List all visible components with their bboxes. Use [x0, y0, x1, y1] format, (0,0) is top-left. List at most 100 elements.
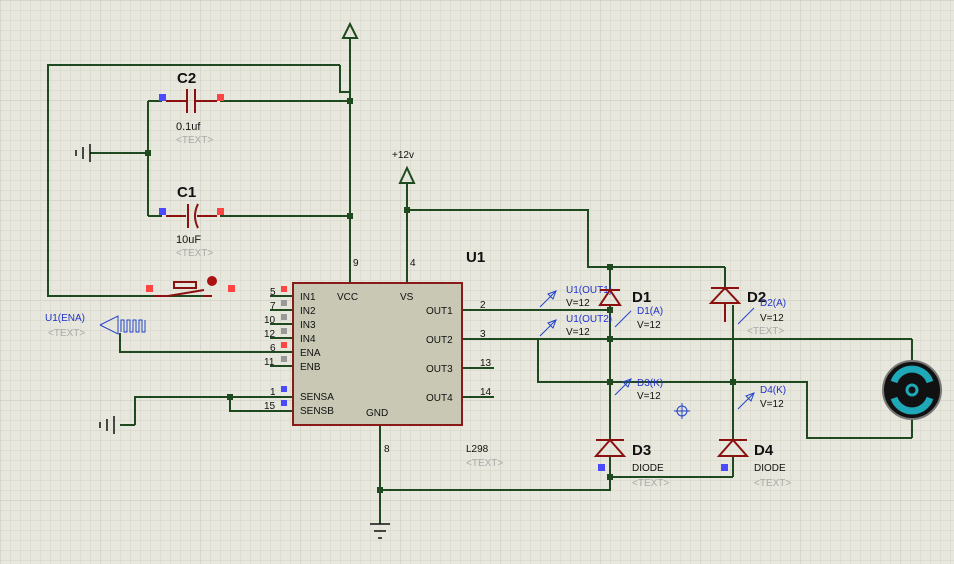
capacitor-c1[interactable]: C1 10uF <TEXT> [159, 184, 224, 259]
probe-out1-value: V=12 [566, 298, 590, 309]
pin-name: SENSA [300, 392, 334, 403]
chip-u1[interactable]: U1 L298 <TEXT> 5 IN1 7 IN2 10 IN3 12 IN4… [264, 249, 503, 469]
c1-ref: C1 [177, 184, 196, 201]
d4-ref: D4 [754, 442, 774, 459]
pin-number: 13 [480, 358, 492, 369]
pin-number: 2 [480, 300, 486, 311]
diode-d2[interactable]: D2 D2(A) V=12 <TEXT> [708, 286, 786, 337]
pin-number: 9 [353, 258, 359, 269]
probe-out1[interactable]: U1(OUT1) V=12 [539, 285, 612, 309]
u1-left-pins: 5 IN1 7 IN2 10 IN3 12 IN4 6 ENA 11 ENB 1… [264, 286, 334, 417]
probe-d3k[interactable]: D3(K) V=12 [614, 378, 663, 402]
ground-cap[interactable] [75, 144, 91, 162]
u1-text: <TEXT> [466, 458, 503, 469]
d2-probe: D2(A) [760, 298, 786, 309]
d1-ref: D1 [632, 289, 651, 306]
motor-icon [882, 360, 942, 420]
pulse-generator-ena[interactable]: U1(ENA) <TEXT> [45, 313, 146, 339]
c1-text: <TEXT> [176, 248, 213, 259]
pin-name: IN1 [300, 292, 316, 303]
probe-d4k-label: D4(K) [760, 385, 786, 396]
dc-motor[interactable] [882, 360, 942, 420]
junctions [145, 98, 736, 493]
ground-icon [370, 523, 390, 539]
pin-number: 12 [264, 329, 276, 340]
pin-name: OUT3 [426, 364, 453, 375]
pin-name: ENA [300, 348, 321, 359]
vs-label: +12v [392, 150, 414, 161]
diode-icon [708, 286, 742, 322]
d4-type: DIODE [754, 463, 786, 474]
chip-body [292, 282, 463, 426]
probe-out1-label: U1(OUT1) [566, 285, 612, 296]
diode-d3[interactable]: D3 DIODE <TEXT> [593, 438, 669, 489]
pin-number: 5 [270, 287, 276, 298]
pin-name: OUT2 [426, 335, 453, 346]
d1-value: V=12 [637, 320, 661, 331]
crosshair-marker [674, 403, 690, 419]
voltage-probe-icon [539, 319, 557, 337]
u1-right-pins: OUT1 2 OUT2 3 OUT3 13 OUT4 14 [426, 300, 492, 404]
probe-d4k[interactable]: D4(K) V=12 [737, 385, 786, 410]
pin-name: OUT1 [426, 306, 453, 317]
d3-ref: D3 [632, 442, 651, 459]
pin-number: 11 [264, 357, 275, 368]
capacitor-icon [186, 89, 196, 113]
pin-number: 7 [270, 301, 276, 312]
wires [47, 38, 913, 524]
capacitor-c2[interactable]: C2 0.1uf <TEXT> [159, 70, 224, 146]
pin-number: 1 [270, 387, 276, 398]
vcc-terminal[interactable] [341, 21, 359, 39]
d4-text: <TEXT> [754, 478, 791, 489]
probe-out2[interactable]: U1(OUT2) V=12 [539, 314, 612, 338]
ground-sense[interactable] [99, 416, 115, 434]
c2-ref: C2 [177, 70, 196, 87]
push-button[interactable] [146, 276, 235, 297]
c1-value: 10uF [176, 234, 201, 246]
u1-top-pins: VCC 9 VS 4 [337, 258, 416, 303]
diode-icon [593, 438, 627, 457]
pin-number: 8 [384, 444, 390, 455]
power-arrow-icon [341, 21, 359, 39]
probe-d3k-label: D3(K) [637, 378, 663, 389]
pulse-generator-icon [99, 315, 146, 335]
pin-name: IN2 [300, 306, 316, 317]
diode-icon [716, 438, 750, 457]
d3-type: DIODE [632, 463, 664, 474]
ground-icon [75, 144, 91, 162]
pin-name: GND [366, 408, 388, 419]
pin-name: SENSB [300, 406, 334, 417]
power-arrow-icon [398, 165, 416, 184]
probe-out2-value: V=12 [566, 327, 590, 338]
pin-name: IN3 [300, 320, 316, 331]
d2-ref: D2 [747, 289, 766, 306]
push-button-icon [153, 276, 217, 297]
d1-probe: D1(A) [637, 306, 663, 317]
pin-number: 3 [480, 329, 486, 340]
diode-d1[interactable]: D1 D1(A) V=12 [598, 288, 663, 331]
voltage-probe-icon [614, 310, 632, 328]
u1-ref: U1 [466, 249, 485, 266]
u1-part: L298 [466, 444, 489, 455]
pin-name: VCC [337, 292, 358, 303]
d2-text: <TEXT> [747, 326, 784, 337]
generator-text: <TEXT> [48, 328, 85, 339]
pin-number: 4 [410, 258, 416, 269]
probe-d3k-value: V=12 [637, 391, 661, 402]
c2-value: 0.1uf [176, 121, 201, 133]
voltage-probe-icon [539, 290, 557, 308]
pin-number: 6 [270, 343, 276, 354]
diode-d4[interactable]: D4 DIODE <TEXT> [716, 438, 791, 489]
voltage-probe-icon [614, 378, 632, 396]
pin-name: OUT4 [426, 393, 453, 404]
d3-text: <TEXT> [632, 478, 669, 489]
ground-chip[interactable] [370, 523, 390, 539]
probe-d4k-value: V=12 [760, 399, 784, 410]
capacitor-icon [187, 203, 199, 229]
pin-number: 15 [264, 401, 276, 412]
pin-name: IN4 [300, 334, 316, 345]
vs-terminal[interactable]: +12v [392, 150, 416, 184]
voltage-probe-icon [737, 307, 755, 325]
